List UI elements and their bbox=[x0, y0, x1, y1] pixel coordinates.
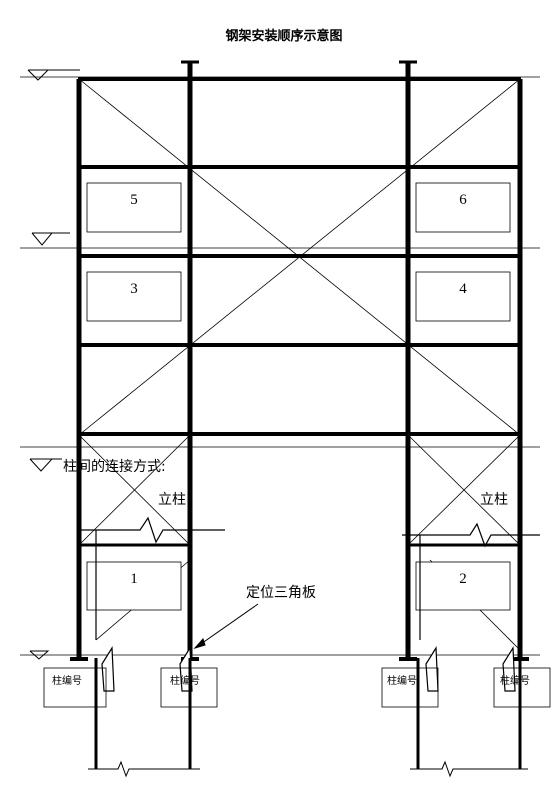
level-marker-1 bbox=[27, 69, 50, 81]
panel-4 bbox=[415, 271, 511, 322]
base-box-4 bbox=[493, 667, 551, 708]
panel-label-4: 4 bbox=[459, 281, 467, 297]
columns bbox=[76, 62, 523, 658]
panel-label-1: 1 bbox=[130, 571, 138, 587]
base-label-2: 柱编号 bbox=[170, 674, 200, 687]
level-marker-2 bbox=[31, 232, 54, 246]
column-label-left: 立柱 bbox=[158, 492, 186, 508]
positioning-plates bbox=[101, 646, 516, 692]
panel-2 bbox=[415, 561, 511, 611]
panel-label-2: 2 bbox=[459, 571, 467, 587]
triangle-plate-1 bbox=[101, 646, 115, 692]
panel-3 bbox=[86, 271, 182, 322]
connection-label: 柱间的连接方式: bbox=[63, 458, 166, 475]
base-box-3 bbox=[381, 667, 439, 708]
triangle-plate-3 bbox=[425, 646, 439, 692]
panels bbox=[86, 182, 511, 611]
panel-6 bbox=[415, 182, 511, 233]
base-label-1: 柱编号 bbox=[52, 674, 82, 687]
level-marker-3 bbox=[29, 458, 54, 472]
panel-1 bbox=[86, 561, 182, 611]
panel-label-3: 3 bbox=[130, 281, 138, 297]
base-label-4: 柱编号 bbox=[500, 674, 530, 687]
plate-leader bbox=[193, 603, 259, 649]
plate-label: 定位三角板 bbox=[246, 585, 316, 601]
base-label-3: 柱编号 bbox=[387, 674, 417, 687]
lower-columns bbox=[94, 658, 522, 769]
diagram-title: 钢架安装顺序示意图 bbox=[225, 28, 342, 44]
panel-5 bbox=[86, 182, 182, 233]
panel-label-5: 5 bbox=[130, 192, 138, 208]
base-box-1 bbox=[43, 667, 107, 708]
column-label-right: 立柱 bbox=[480, 492, 508, 508]
panel-label-6: 6 bbox=[459, 192, 467, 208]
level-marker-4 bbox=[29, 650, 50, 660]
base-boxes bbox=[43, 667, 551, 708]
ground-break-lines bbox=[88, 760, 528, 778]
triangle-plate-4 bbox=[502, 646, 516, 692]
beams bbox=[78, 77, 521, 436]
level-markers bbox=[27, 69, 80, 660]
splice-lines bbox=[80, 516, 540, 640]
